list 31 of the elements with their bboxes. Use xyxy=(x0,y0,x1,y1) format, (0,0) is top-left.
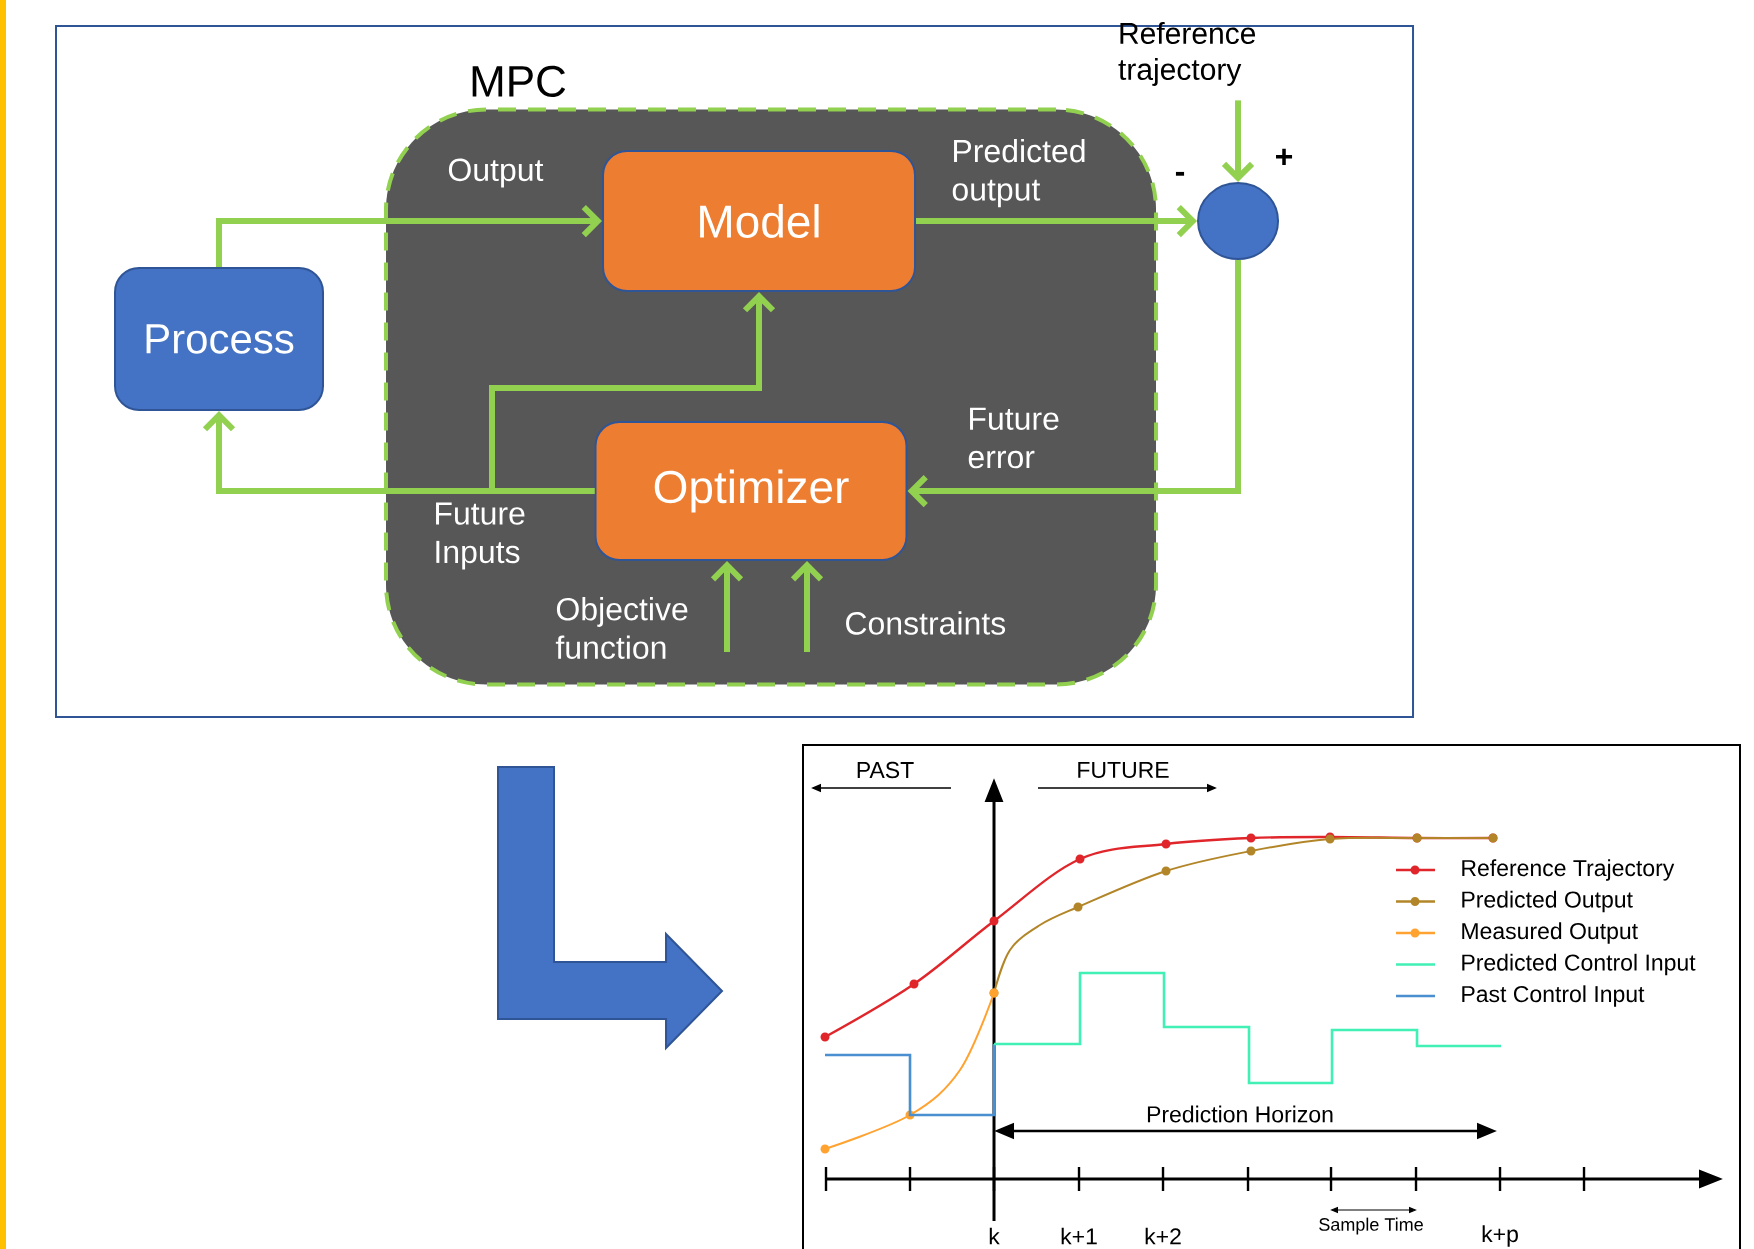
tick-label: k+1 xyxy=(1061,1227,1097,1245)
tick-label: k+2 xyxy=(1145,1227,1181,1245)
sign-label: + xyxy=(1276,148,1293,165)
arrow xyxy=(907,260,1241,508)
input-label: Reference trajectory xyxy=(1118,22,1256,86)
legend-label: Measured Output xyxy=(1462,922,1638,944)
node-label: MPC xyxy=(472,65,566,97)
edge-label: Future Inputs xyxy=(436,502,525,570)
arrow xyxy=(489,292,776,494)
edge-label: Constraints xyxy=(846,611,1006,635)
summing-junction xyxy=(1197,182,1279,260)
edge-label: Objective function xyxy=(555,597,688,659)
text-label: PAST xyxy=(857,761,914,779)
process-box: Process xyxy=(114,267,324,411)
arrow xyxy=(916,204,1198,238)
text-label: Sample Time xyxy=(1319,1217,1423,1235)
arrow xyxy=(1221,100,1255,182)
process-box: Optimizer xyxy=(594,421,908,561)
edge-label: Predicted output xyxy=(952,138,1085,208)
legend-label: Past Control Input xyxy=(1462,985,1645,1007)
legend-label: Reference Trajectory xyxy=(1462,859,1675,881)
process-box: Model xyxy=(602,150,916,292)
legend-label: Predicted Control Input xyxy=(1462,953,1696,976)
tick-label: k+p xyxy=(1482,1225,1518,1247)
sign-label: - xyxy=(1175,171,1185,176)
edge-label: Future error xyxy=(968,407,1059,469)
text-label: Prediction Horizon xyxy=(1147,1105,1333,1123)
tick-label: k xyxy=(989,1227,1000,1245)
edge-label: Output xyxy=(448,158,544,188)
legend-label: Predicted Output xyxy=(1462,890,1633,913)
text-label: FUTURE xyxy=(1078,762,1169,779)
